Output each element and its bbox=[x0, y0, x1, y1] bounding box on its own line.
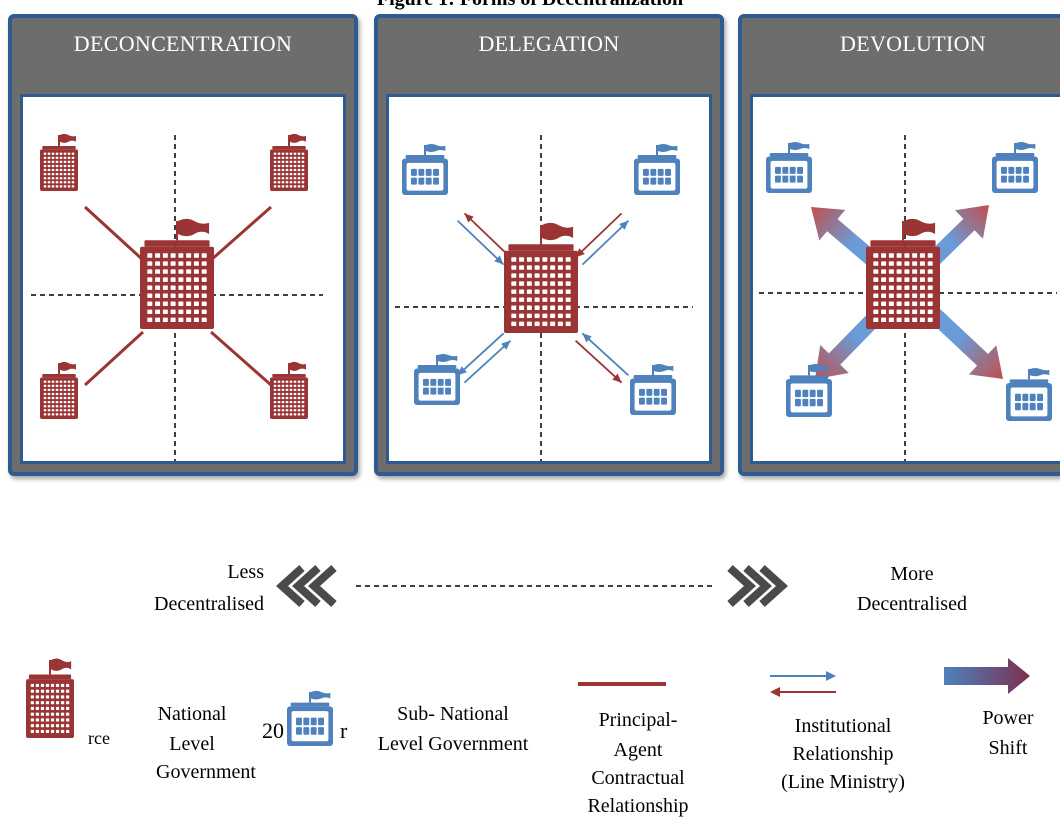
legend-principal-agent-line2: Agent bbox=[613, 739, 663, 761]
panel-title-delegation: DELEGATION bbox=[478, 31, 620, 56]
triple-chevron-left-icon bbox=[276, 565, 337, 607]
subnational-building-icon bbox=[634, 144, 680, 195]
legend-national-line3: Government bbox=[156, 761, 256, 783]
national-building-icon bbox=[270, 361, 308, 419]
legend-institutional-arrows bbox=[770, 671, 836, 697]
principal-agent-line bbox=[210, 205, 272, 262]
subnational-building-icon bbox=[630, 364, 676, 415]
triple-chevron-right-icon bbox=[727, 565, 788, 607]
national-building-icon bbox=[270, 133, 308, 191]
year-fragment: 20 bbox=[262, 718, 284, 743]
panel-devolution: DEVOLUTION bbox=[738, 14, 1060, 476]
less-label-line2: Decentralised bbox=[154, 593, 264, 615]
panel-body-delegation bbox=[386, 94, 712, 464]
legend-national-line2: Level bbox=[169, 733, 215, 755]
national-building-icon bbox=[504, 222, 578, 333]
legend-subnational-line1: Sub- National bbox=[397, 703, 509, 725]
relationship-arrow bbox=[581, 332, 629, 376]
legend-power-shift-line2: Shift bbox=[988, 737, 1028, 759]
legend-power-shift-line1: Power bbox=[982, 707, 1034, 729]
decentralisation-scale bbox=[276, 565, 788, 607]
subnational-building-icon bbox=[287, 690, 333, 746]
legend-principal-agent-line4: Relationship bbox=[587, 795, 689, 817]
legend-principal-agent-line bbox=[578, 682, 666, 686]
legend-institutional-line2: Relationship bbox=[792, 743, 894, 765]
principal-agent-line bbox=[210, 330, 272, 387]
source-fragment: rce bbox=[88, 728, 110, 748]
relationship-arrow bbox=[574, 212, 623, 259]
more-label-line2: Decentralised bbox=[857, 593, 967, 615]
panel-delegation: DELEGATION bbox=[374, 14, 724, 476]
subnational-building-icon bbox=[992, 142, 1038, 193]
legend-national-icon bbox=[26, 658, 74, 738]
subnational-building-icon bbox=[402, 144, 448, 195]
legend-institutional-line3: (Line Ministry) bbox=[781, 771, 905, 793]
legend-principal-agent-line3: Contractual bbox=[591, 767, 685, 789]
panel-body-deconcentration bbox=[20, 94, 346, 464]
legend-national-line1: National bbox=[157, 703, 227, 725]
legend-institutional-line1: Institutional bbox=[794, 715, 892, 737]
subnational-building-icon bbox=[786, 363, 832, 417]
subnational-building-icon bbox=[766, 142, 812, 193]
legend-power-shift-arrow bbox=[944, 658, 1030, 694]
national-building-icon bbox=[40, 361, 78, 419]
panel-deconcentration: DECONCENTRATION bbox=[8, 14, 358, 476]
subnational-building-icon bbox=[1006, 367, 1052, 421]
legend-subnational-icon bbox=[287, 690, 333, 746]
relationship-arrow bbox=[456, 219, 505, 266]
devolution-diagram bbox=[759, 135, 1057, 461]
more-label-line1: More bbox=[890, 563, 934, 585]
subnational-building-icon bbox=[414, 354, 460, 405]
figure-title: Figure 1: Forms of Decentralization bbox=[0, 0, 1060, 11]
relationship-arrow bbox=[575, 340, 623, 384]
legend-subnational-line2: Level Government bbox=[377, 733, 529, 755]
national-building-icon bbox=[40, 133, 78, 191]
panel-body-devolution bbox=[750, 94, 1060, 464]
relationship-arrow bbox=[581, 219, 630, 266]
page-fragment: r bbox=[340, 718, 348, 743]
panel-title-deconcentration: DECONCENTRATION bbox=[73, 31, 293, 56]
panel-title-devolution: DEVOLUTION bbox=[840, 31, 986, 56]
relationship-arrow bbox=[463, 212, 512, 259]
principal-agent-line bbox=[83, 205, 145, 262]
legend-principal-agent-line1: Principal- bbox=[598, 709, 678, 731]
national-building-icon bbox=[140, 218, 214, 329]
principal-agent-line bbox=[83, 330, 145, 387]
less-label-line1: Less bbox=[227, 561, 264, 583]
deconcentration-diagram bbox=[31, 133, 323, 461]
national-building-icon bbox=[866, 218, 940, 329]
national-building-icon bbox=[26, 658, 74, 738]
delegation-diagram bbox=[395, 135, 693, 461]
relationship-arrow bbox=[463, 340, 511, 384]
